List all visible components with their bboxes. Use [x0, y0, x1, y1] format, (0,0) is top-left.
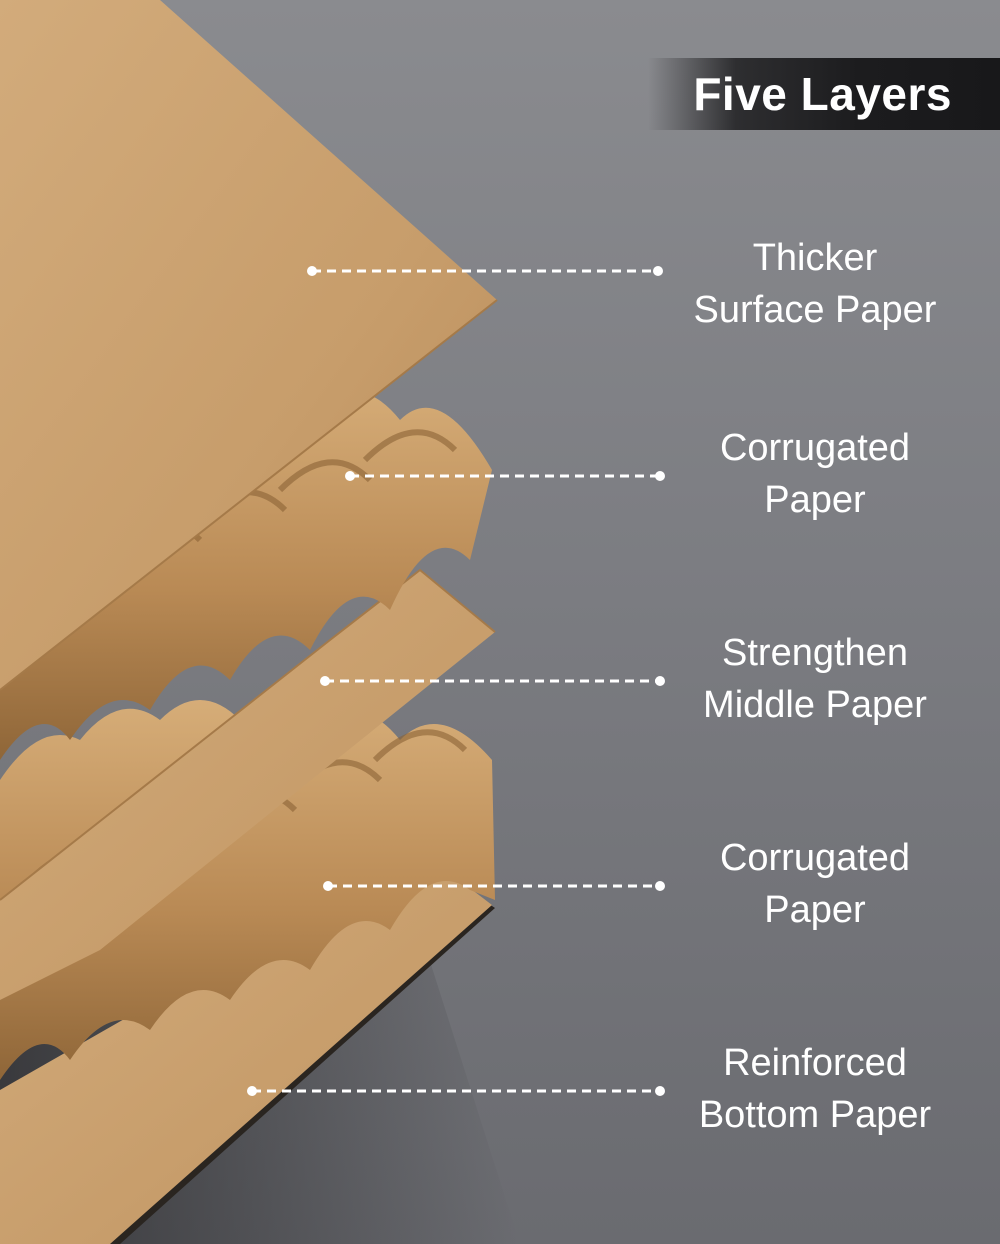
layer-label-line: Corrugated: [719, 427, 911, 469]
layer-label-line: Strengthen: [722, 632, 908, 674]
leader-line-1: [307, 266, 663, 276]
leader-line-4: [323, 881, 665, 891]
leader-line-2: [345, 471, 665, 481]
leader-line-3: [320, 676, 665, 686]
layer-label-middle: Strengthen Middle Paper: [655, 627, 975, 731]
leader-line-5: [247, 1086, 665, 1096]
layer-label-line: Surface Paper: [693, 289, 937, 331]
layer-label-line: Reinforced: [723, 1042, 907, 1084]
bottom-paper-sheet: [0, 850, 495, 1244]
diagram-title: Five Layers: [693, 68, 952, 120]
title-banner: Five Layers: [648, 58, 1000, 130]
middle-paper-sheet: [0, 568, 496, 1000]
layer-label-corrugated-upper: Corrugated Paper: [655, 422, 975, 526]
surface-paper-sheet: [0, 0, 498, 691]
layer-label-line: Paper: [764, 479, 866, 521]
layer-label-line: Corrugated: [719, 837, 911, 879]
layer-label-corrugated-lower: Corrugated Paper: [655, 832, 975, 936]
layer-label-line: Middle Paper: [703, 684, 927, 726]
layer-label-line: Bottom Paper: [698, 1094, 932, 1136]
layer-label-line: Paper: [764, 889, 866, 931]
layer-label-surface: Thicker Surface Paper: [655, 232, 975, 336]
layer-label-line: Thicker: [752, 237, 878, 279]
layer-label-bottom: Reinforced Bottom Paper: [655, 1037, 975, 1141]
